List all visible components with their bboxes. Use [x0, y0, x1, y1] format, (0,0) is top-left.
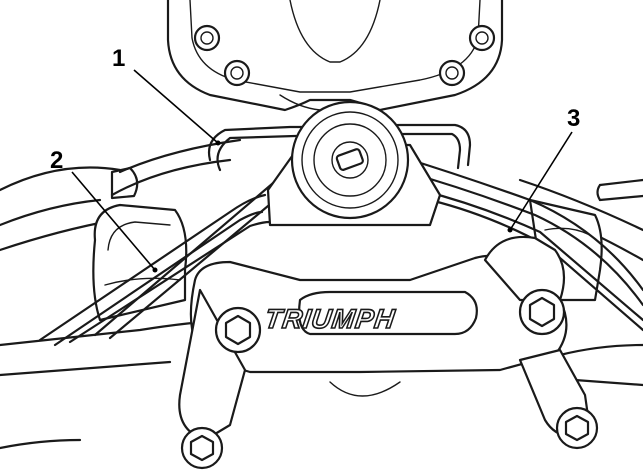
leader-1: [133, 69, 219, 144]
leader-3-dot: [507, 227, 513, 233]
yoke-bolt-right: [518, 288, 566, 336]
brand-label: TRIUMPH: [263, 303, 398, 334]
left-fork-top: [92, 203, 188, 322]
leader-2: [71, 171, 156, 271]
callout-leaders: [71, 69, 573, 273]
callout-2: 2: [50, 147, 63, 174]
housing-bolts: [193, 24, 496, 87]
leader-1-dot: [215, 140, 221, 146]
yoke-bolts: [180, 288, 599, 470]
callout-3: 3: [567, 105, 580, 132]
instrument-housing: [166, 0, 504, 112]
yoke-bolt-left: [214, 306, 262, 354]
leader-3: [509, 131, 573, 231]
leader-2-dot: [152, 267, 158, 273]
callout-1: 1: [112, 45, 125, 72]
brand-emblem: TRIUMPH: [262, 290, 478, 336]
yoke-bolt-lower-right: [555, 406, 599, 450]
ignition-switch: [266, 100, 442, 227]
yoke-bolt-lower-left: [180, 426, 224, 470]
